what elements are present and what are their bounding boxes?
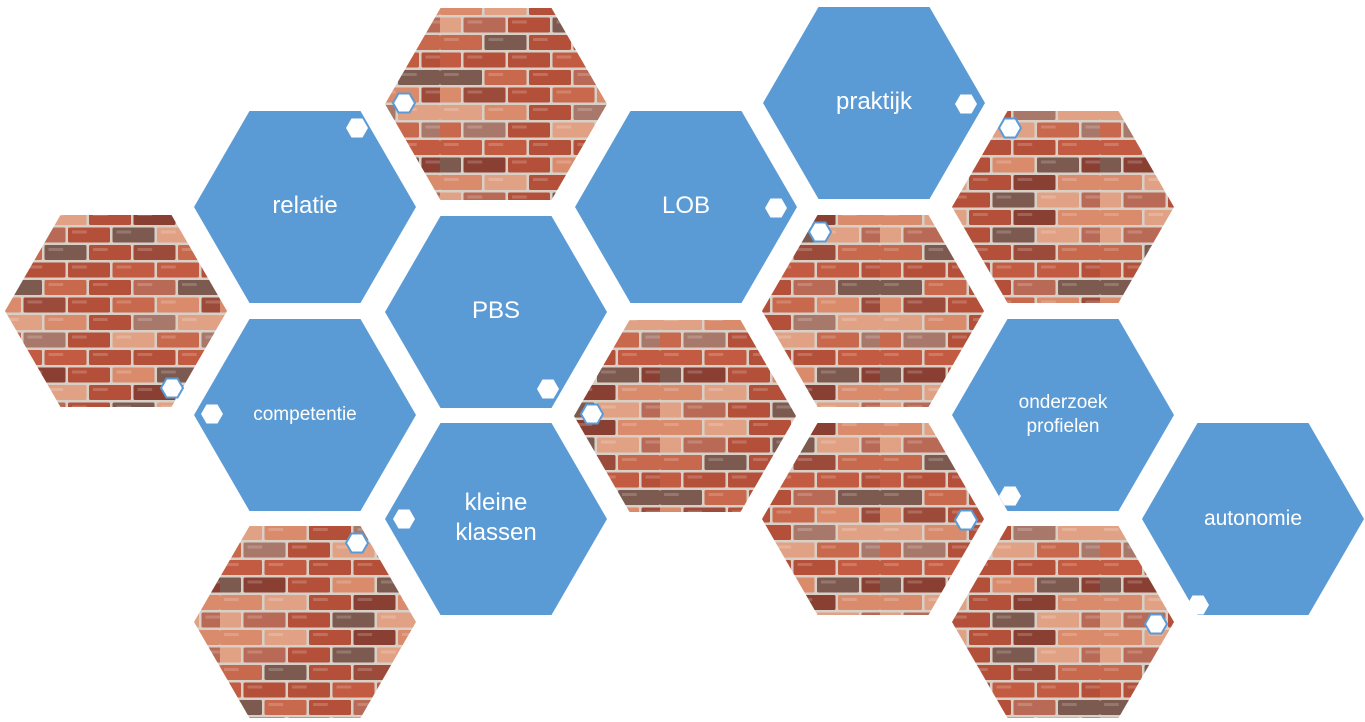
brick-wall-image bbox=[194, 526, 416, 718]
small-hexagon-icon bbox=[1187, 595, 1209, 615]
hex-brick-1 bbox=[385, 8, 607, 200]
small-hexagon-icon bbox=[201, 404, 223, 424]
brick-wall-image bbox=[5, 215, 227, 407]
hex-brick-6 bbox=[194, 526, 416, 718]
hex-label: relatie bbox=[272, 192, 337, 219]
hex-label: LOB bbox=[662, 192, 710, 219]
hexagon-shape bbox=[763, 7, 985, 199]
small-hexagon-icon bbox=[765, 198, 787, 218]
small-hexagon-icon bbox=[344, 532, 370, 554]
hex-relatie: relatie bbox=[194, 111, 416, 303]
hexagon-shape bbox=[194, 319, 416, 511]
hex-pbs: PBS bbox=[385, 216, 607, 408]
hexagon-shape bbox=[385, 423, 607, 615]
hexagon-shape bbox=[1142, 423, 1364, 615]
hex-autonomie: autonomie bbox=[1142, 423, 1364, 615]
small-hexagon-icon bbox=[997, 117, 1023, 139]
brick-wall-image bbox=[762, 423, 984, 615]
hex-brick-3 bbox=[574, 320, 796, 512]
small-hexagon-icon bbox=[159, 377, 185, 399]
hex-praktijk: praktijk bbox=[763, 7, 985, 199]
hex-brick-4 bbox=[762, 215, 984, 407]
hex-label: PBS bbox=[472, 297, 520, 324]
hex-brick-7 bbox=[762, 423, 984, 615]
small-hexagon-icon bbox=[537, 379, 559, 399]
small-hexagon-icon bbox=[346, 118, 368, 138]
hex-label: praktijk bbox=[836, 88, 913, 115]
small-hexagon-icon bbox=[955, 94, 977, 114]
hexagon-shape bbox=[952, 319, 1174, 511]
small-hexagon-icon bbox=[579, 403, 605, 425]
brick-wall-image bbox=[952, 111, 1174, 303]
brick-wall-image bbox=[574, 320, 796, 512]
small-hexagon-icon bbox=[1143, 613, 1169, 635]
small-hexagon-icon bbox=[999, 486, 1021, 506]
hex-competentie: competentie bbox=[194, 319, 416, 511]
hexagon-shape bbox=[385, 216, 607, 408]
small-hexagon-icon bbox=[807, 221, 833, 243]
hexagon-shape bbox=[194, 111, 416, 303]
hex-label: autonomie bbox=[1204, 507, 1302, 530]
hex-brick-8 bbox=[952, 526, 1174, 718]
brick-wall-image bbox=[762, 215, 984, 407]
hex-lob: LOB bbox=[575, 111, 797, 303]
hexagon-shape bbox=[575, 111, 797, 303]
small-hexagon-icon bbox=[953, 509, 979, 531]
small-hexagon-icon bbox=[391, 92, 417, 114]
hex-brick-2 bbox=[5, 215, 227, 407]
brick-wall-image bbox=[385, 8, 607, 200]
brick-wall-image bbox=[952, 526, 1174, 718]
small-hexagon-icon bbox=[393, 509, 415, 529]
hex-brick-5 bbox=[952, 111, 1174, 303]
hex-label: competentie bbox=[253, 404, 357, 425]
